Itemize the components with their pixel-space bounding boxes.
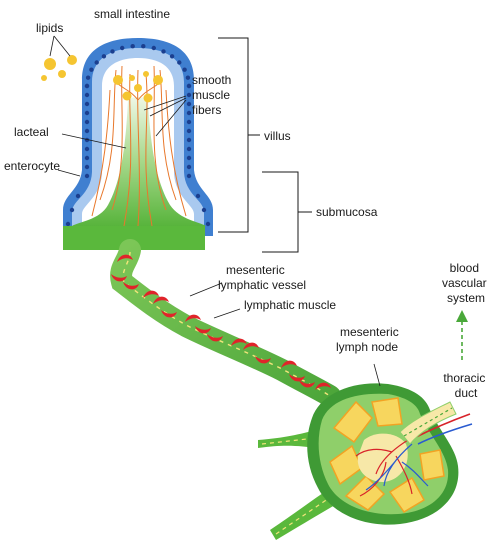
arrow-to-blood-system	[456, 310, 468, 360]
lymphatic-muscle-cell	[195, 326, 211, 334]
mesenteric-lymphatic-vessel	[110, 239, 341, 407]
enterocyte-nuclei	[65, 44, 211, 227]
enterocyte-nucleus	[186, 146, 192, 152]
enterocyte-nucleus	[89, 67, 94, 72]
lymphatic-muscle-cell	[315, 382, 331, 390]
lymphatic-muscle-cell	[117, 254, 133, 262]
enterocyte-nucleus	[186, 110, 192, 116]
label-mlv-line-1: mesenteric	[226, 263, 285, 277]
enterocyte-nucleus	[84, 146, 90, 152]
enterocyte-nucleus	[94, 60, 99, 65]
label-mln-line-2: lymph node	[336, 340, 398, 354]
lymphatic-muscle-cell	[207, 334, 223, 342]
lymphatic-muscle-cells	[111, 254, 331, 390]
lymphatic-muscle-cell	[299, 380, 315, 388]
enterocyte-nucleus	[186, 92, 192, 98]
label-bvs-line-2: vascular	[442, 276, 487, 290]
villus-bracket	[218, 37, 260, 233]
lymphatic-muscle-cell	[243, 342, 259, 350]
enterocyte-nucleus	[84, 128, 90, 134]
label-enterocyte: enterocyte	[4, 159, 60, 173]
enterocyte-nucleus	[201, 207, 207, 213]
enterocyte-nucleus	[186, 155, 192, 161]
enterocyte-nucleus	[101, 54, 107, 59]
mesenteric-lymph-node	[258, 383, 473, 540]
lipid-droplets	[41, 55, 77, 81]
enterocyte-nucleus	[85, 75, 91, 80]
lymphatic-muscle-cell	[153, 296, 169, 304]
enterocyte-nucleus	[177, 60, 182, 65]
label-smooth-line-3: fibers	[192, 103, 221, 117]
lymphatic-muscle-cell	[231, 338, 247, 346]
label-submucosa: submucosa	[316, 205, 378, 219]
thoracic-duct	[399, 401, 457, 445]
enterocyte-nucleus	[185, 75, 191, 80]
label-td-line-2: duct	[455, 386, 478, 400]
enterocyte-nucleus	[186, 173, 192, 179]
label-lymphatic-muscle: lymphatic muscle	[244, 298, 336, 312]
enterocyte-nucleus	[169, 54, 175, 59]
enterocyte-nucleus	[84, 83, 90, 89]
label-bvs-line-3: system	[447, 291, 485, 305]
enterocyte-nucleus	[84, 92, 90, 98]
enterocyte-nucleus	[120, 45, 125, 51]
lymphatic-muscle-cell	[255, 356, 271, 364]
enterocyte-nucleus	[186, 101, 192, 107]
enterocyte-nucleus	[130, 44, 135, 49]
label-small-intestine: small intestine	[94, 7, 170, 21]
enterocyte-nucleus	[84, 173, 90, 179]
lymphatic-muscle-cell	[281, 360, 297, 368]
label-td-line-1: thoracic	[443, 371, 485, 385]
enterocyte-nucleus	[84, 110, 90, 116]
enterocyte-nucleus	[182, 67, 187, 72]
enterocyte-nucleus	[186, 119, 192, 125]
enterocyte-nucleus	[151, 45, 156, 51]
lipid-droplets-inside	[113, 71, 163, 103]
enterocyte-nucleus	[69, 207, 75, 213]
label-smooth-line-1: smooth	[192, 73, 231, 87]
node-vessels	[355, 413, 473, 497]
lymphatic-muscle-cell	[161, 310, 177, 318]
lymphatic-muscle-cell	[289, 374, 305, 382]
villus	[63, 38, 213, 250]
label-mesenteric-lymph-node: mesenteric lymph node	[336, 325, 402, 354]
enterocyte-nucleus	[84, 119, 90, 125]
enterocyte-nucleus	[186, 164, 192, 170]
label-thoracic-duct: thoracic duct	[443, 371, 488, 400]
enterocyte-nucleus	[84, 164, 90, 170]
enterocyte-nucleus	[141, 44, 146, 49]
enterocyte-nucleus	[84, 155, 90, 161]
label-mlv-line-2: lymphatic vessel	[218, 278, 306, 292]
enterocyte-nucleus	[186, 128, 192, 134]
enterocyte-nucleus	[110, 49, 115, 54]
enterocyte-nucleus	[186, 137, 192, 143]
enterocyte-nucleus	[65, 221, 71, 227]
lymphatic-muscle-cell	[111, 274, 127, 282]
label-smooth-muscle-fibers: smooth muscle fibers	[192, 73, 235, 117]
enterocyte-nucleus	[84, 101, 90, 107]
lymphatic-muscle-cell	[123, 282, 139, 290]
enterocyte-nucleus	[161, 49, 166, 54]
enterocyte-nucleus	[205, 221, 211, 227]
label-smooth-line-2: muscle	[192, 88, 230, 102]
label-mesenteric-lymphatic-vessel: mesenteric lymphatic vessel	[218, 263, 306, 292]
enterocyte-nucleus	[186, 83, 192, 89]
leader-lines	[49, 35, 381, 387]
label-blood-vascular-system: blood vascular system	[442, 261, 490, 305]
submucosa-bracket	[262, 171, 312, 253]
enterocyte-nucleus	[75, 193, 81, 199]
lymphatic-muscle-cell	[143, 290, 159, 298]
afferent-vessel-left	[258, 430, 318, 448]
label-bvs-line-1: blood	[450, 261, 479, 275]
label-villus: villus	[264, 129, 291, 143]
label-lipids: lipids	[36, 21, 63, 35]
label-mln-line-1: mesenteric	[340, 325, 399, 339]
label-lacteal: lacteal	[14, 125, 49, 139]
enterocyte-nucleus	[195, 193, 201, 199]
lymphatic-muscle-cell	[185, 314, 201, 322]
